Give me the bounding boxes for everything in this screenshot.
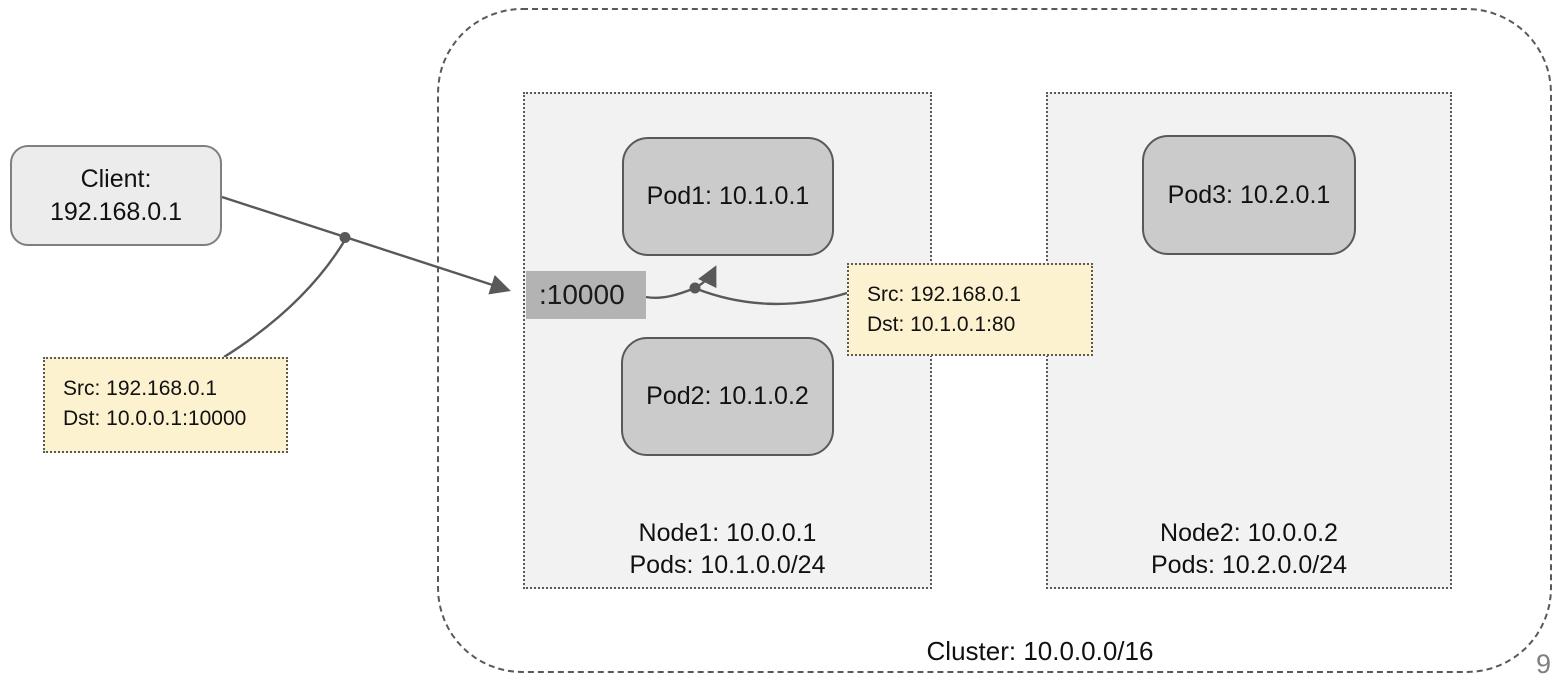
packet-note-client-src: Src: 192.168.0.1 <box>63 377 218 400</box>
cluster-label: Cluster: 10.0.0.0/16 <box>926 636 1154 666</box>
node1-label-line2: Pods: 10.1.0.0/24 <box>629 551 826 579</box>
junction-dot-client-line <box>339 232 351 243</box>
node1-label: Node1: 10.0.0.1 Pods: 10.1.0.0/24 <box>525 517 930 581</box>
packet-note-translated: Src: 192.168.0.1 Dst: 10.1.0.1:80 <box>847 263 1093 356</box>
page-number: 9 <box>1535 649 1551 679</box>
packet-note-translated-dst: Dst: 10.1.0.1:80 <box>867 313 1016 336</box>
node2-label-line2: Pods: 10.2.0.0/24 <box>1151 551 1347 579</box>
pod2-label: Pod2: 10.1.0.2 <box>646 382 809 410</box>
connector-note1-to-junction <box>223 239 347 359</box>
client-box: Client: 192.168.0.1 <box>10 145 222 246</box>
client-label-line2: 192.168.0.1 <box>49 197 183 226</box>
pod3-box: Pod3: 10.2.0.1 <box>1142 135 1356 255</box>
node2-label-line1: Node2: 10.0.0.2 <box>1160 519 1338 547</box>
port-label: :10000 <box>526 271 646 319</box>
node2-label: Node2: 10.0.0.2 Pods: 10.2.0.0/24 <box>1048 517 1450 581</box>
client-label-line1: Client: <box>80 164 152 193</box>
packet-note-translated-src: Src: 192.168.0.1 <box>867 283 1022 306</box>
node1-label-line1: Node1: 10.0.0.1 <box>638 519 817 547</box>
port-label-text: :10000 <box>539 279 625 310</box>
pod3-label: Pod3: 10.2.0.1 <box>1167 180 1331 209</box>
pod2-box: Pod2: 10.1.0.2 <box>621 337 834 456</box>
packet-note-client-dst: Dst: 10.0.0.1:10000 <box>63 407 247 430</box>
pod1-box: Pod1: 10.1.0.1 <box>622 137 834 256</box>
packet-note-client: Src: 192.168.0.1 Dst: 10.0.0.1:10000 <box>43 357 288 453</box>
pod1-label: Pod1: 10.1.0.1 <box>646 182 810 210</box>
